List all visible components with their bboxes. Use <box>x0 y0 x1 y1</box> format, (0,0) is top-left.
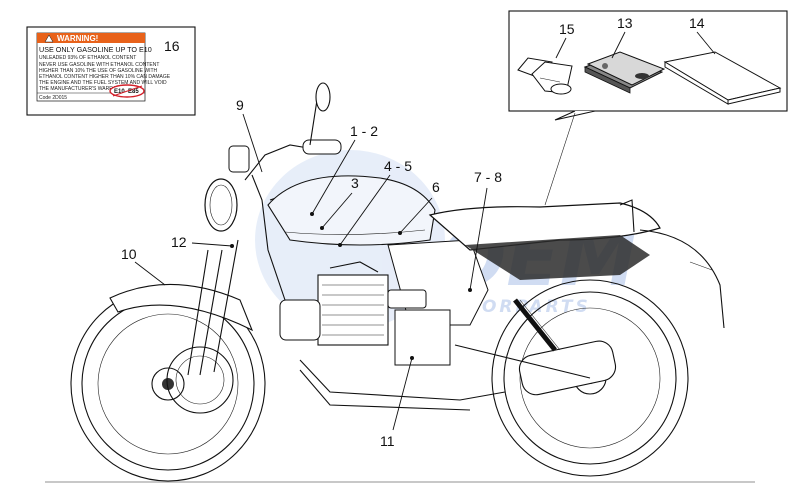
rear-fender <box>639 229 725 329</box>
engine <box>279 261 451 366</box>
callout-16: 16 <box>164 38 180 54</box>
decal-warning-bar <box>37 33 145 43</box>
decal-line-5: THE ENGINE AND THE FUEL SYSTEM AND WILL … <box>39 80 167 86</box>
decal-line-6: THE MANUFACTURER'S WARRANTY <box>39 86 127 92</box>
mirror <box>315 82 331 112</box>
exhaust-pipe <box>299 359 506 401</box>
callout-9: 9 <box>236 97 244 113</box>
fork-right <box>213 239 239 373</box>
instrument <box>228 145 250 173</box>
fuel-tank <box>267 175 436 246</box>
headlight <box>204 178 238 232</box>
callout-1-2: 1 - 2 <box>350 123 378 139</box>
callout-4-5: 4 - 5 <box>384 158 412 174</box>
motorcycle-drawing <box>45 82 755 483</box>
owners-manual <box>583 51 666 94</box>
front-fender <box>109 283 254 332</box>
gearbox <box>394 309 451 366</box>
callouts: 9 1 - 2 3 4 - 5 6 7 - 8 12 10 11 <box>121 97 502 449</box>
callout-7-8: 7 - 8 <box>474 169 502 185</box>
service-booklet <box>663 51 782 105</box>
callout-14: 14 <box>689 15 705 31</box>
warning-decal-16: WARNING! USE ONLY GASOLINE UP TO E10 UNL… <box>26 26 196 116</box>
callout-10: 10 <box>121 246 137 262</box>
seat-underside <box>465 235 650 280</box>
decal-headline: USE ONLY GASOLINE UP TO E10 <box>39 45 152 54</box>
accessories-pointer <box>554 110 596 121</box>
callout-13: 13 <box>617 15 633 31</box>
decal-code: Code 2D015 <box>39 95 67 101</box>
decal-ok-label: E10 <box>114 89 125 95</box>
decal-line-3: HIGHER THAN 10% THE USE OF GASOLINE WITH <box>39 68 158 74</box>
mirror-stem <box>309 99 318 146</box>
muffler <box>518 340 617 396</box>
decal-banned-label: E85 <box>128 89 139 95</box>
callout-11: 11 <box>380 433 395 449</box>
prohibited-slash <box>112 85 143 97</box>
decal-line-2: NEVER USE GASOLINE WITH ETHANOL CONTENT <box>39 62 159 68</box>
callout-15: 15 <box>559 21 575 37</box>
accessories-box: 15 13 14 <box>508 10 788 206</box>
grab-rail <box>619 199 635 233</box>
handlebar-grip <box>302 139 342 155</box>
callout-12: 12 <box>171 234 187 250</box>
fork-left <box>187 249 209 376</box>
rear-shock <box>513 298 557 352</box>
callout-3: 3 <box>351 175 359 191</box>
swingarm <box>454 344 591 379</box>
throttle-body <box>387 289 427 309</box>
accessories-leader <box>544 112 576 206</box>
decal-line-1: UNLEADED 93% OF ETHANOL CONTENT <box>39 55 136 61</box>
callout-6: 6 <box>432 179 440 195</box>
document-pouch <box>517 57 573 95</box>
decal-warning-title: WARNING! <box>57 34 98 43</box>
front-brake-disc <box>166 346 234 414</box>
decal-line-4: ETHANOL CONTENT HIGHER THAN 10% CAN DAMA… <box>39 74 171 80</box>
warning-triangle-icon <box>44 34 54 43</box>
